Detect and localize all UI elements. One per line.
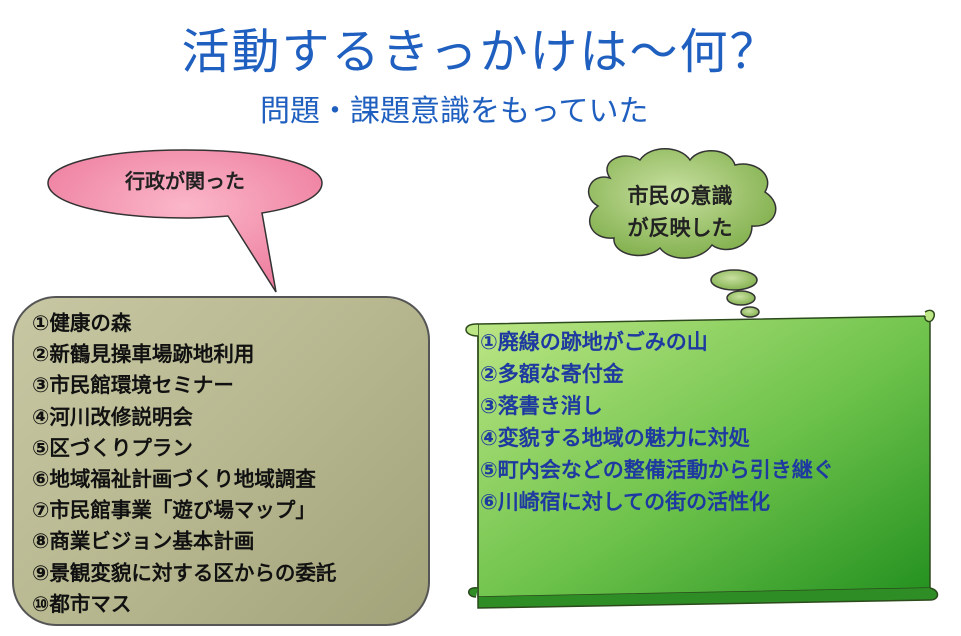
- thought-cloud-line-2: が反映した: [627, 216, 733, 240]
- list-item: ②多額な寄付金: [480, 362, 624, 386]
- list-item: ⑨景観変貌に対する区からの委託: [32, 560, 337, 585]
- list-item: ⑤区づくりプラン: [32, 435, 193, 460]
- list-item: ⑩都市マス: [32, 591, 132, 616]
- list-item: ②新鶴見操車場跡地利用: [32, 342, 255, 367]
- list-item: ④河川改修説明会: [32, 404, 193, 429]
- list-item: ③市民館環境セミナー: [32, 373, 234, 398]
- list-item: ③落書き消し: [480, 394, 603, 418]
- list-item: ④変貌する地域の魅力に対処: [480, 426, 750, 450]
- citizen-list: ①廃線の跡地がごみの山 ②多額な寄付金 ③落書き消し ④変貌する地域の魅力に対処…: [480, 326, 940, 518]
- speech-bubble-text: 行政が関った: [125, 169, 245, 193]
- government-list-box: ①健康の森 ②新鶴見操車場跡地利用 ③市民館環境セミナー ④河川改修説明会 ⑤区…: [12, 296, 430, 626]
- list-item: ⑦市民館事業「遊び場マップ」: [32, 498, 316, 523]
- page-subtitle: 問題・課題意識をもっていた: [260, 94, 649, 129]
- list-item: ⑧商業ビジョン基本計画: [32, 529, 255, 554]
- list-item: ①廃線の跡地がごみの山: [480, 330, 708, 354]
- speech-bubble: [47, 149, 323, 293]
- thought-cloud-line-1: 市民の意識: [627, 184, 733, 208]
- list-item: ⑥地域福祉計画づくり地域調査: [32, 467, 316, 492]
- list-item: ①健康の森: [32, 311, 132, 335]
- thought-cloud-text: 市民の意識 が反映した: [600, 180, 760, 244]
- thought-cloud: [587, 148, 777, 318]
- list-item: ⑤町内会などの整備活動から引き継ぐ: [480, 458, 834, 482]
- green-scroll: [465, 309, 939, 609]
- page-title: 活動するきっかけは～何？: [181, 24, 780, 80]
- list-item: ⑥川崎宿に対しての街の活性化: [480, 490, 771, 514]
